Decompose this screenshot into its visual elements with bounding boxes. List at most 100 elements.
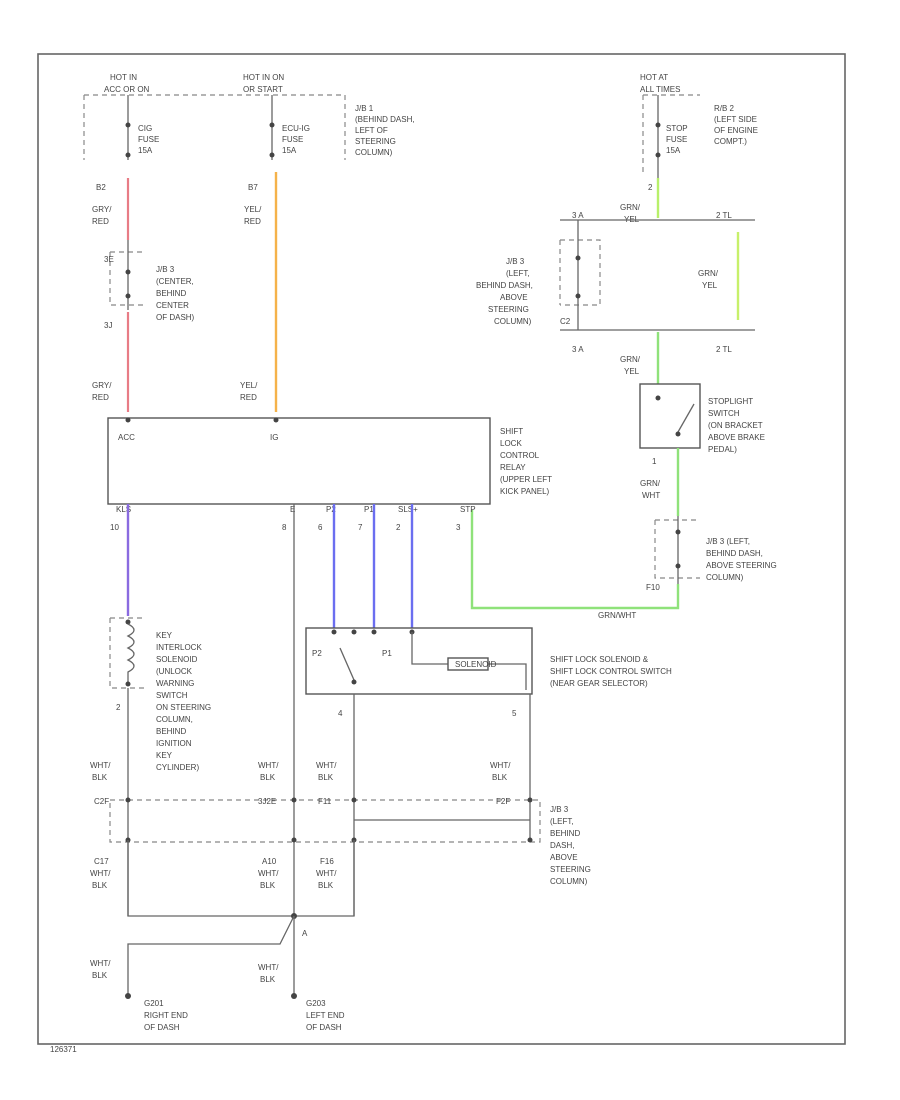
relay-pin-top-p1: P1 [364, 505, 374, 514]
fuse-a-dot-bot [125, 152, 131, 158]
stoplight-0: STOPLIGHT [708, 397, 753, 406]
relay-label-3: RELAY [500, 463, 526, 472]
wht-blk-5b: BLK [92, 881, 108, 890]
ground-right-terminal [125, 993, 131, 999]
ground-right-2: OF DASH [144, 1023, 180, 1032]
shift-lock-2: (NEAR GEAR SELECTOR) [550, 679, 648, 688]
pin-a10: A10 [262, 857, 277, 866]
fuse-b-line-0: ECU-IG [282, 124, 310, 133]
key-5: SWITCH [156, 691, 188, 700]
jb3-bot-dot-6 [291, 837, 297, 843]
relay-pin-8: 8 [282, 523, 287, 532]
shift-pin-p1: P1 [382, 649, 392, 658]
key-interlock-boundary [109, 617, 145, 689]
relay-label-4: (UPPER LEFT [500, 475, 552, 484]
ground-right-1: RIGHT END [144, 1011, 188, 1020]
jb3-bot-dot-2 [291, 797, 297, 803]
key-9: IGNITION [156, 739, 192, 748]
jb3-bot-dot-3 [351, 797, 357, 803]
wht-blk-5a: WHT/ [90, 869, 111, 878]
rb2-line-2: OF ENGINE [714, 126, 758, 135]
relay-acc: ACC [118, 433, 135, 442]
wire-gry-red-2a: GRY/ [92, 381, 112, 390]
fuse-b-dot-top [269, 122, 275, 128]
jb3-left2-dot-2 [675, 563, 681, 569]
ground-left-1: LEFT END [306, 1011, 345, 1020]
wire-yel-red-1b: RED [244, 217, 261, 226]
jb3-center-dot-2 [125, 293, 131, 299]
hot-in-label-1: HOT IN [110, 73, 137, 82]
pin-b2: B2 [96, 183, 106, 192]
relay-pin-acc [125, 417, 131, 423]
stoplight-1: SWITCH [708, 409, 740, 418]
shift-switch-pivot [351, 679, 357, 685]
wire-gry-red-1a: GRY/ [92, 205, 112, 214]
pin-b7: B7 [248, 183, 258, 192]
jb3-center-0: J/B 3 [156, 265, 175, 274]
shift-dot-p2 [331, 629, 337, 635]
pin-4-shift: 4 [338, 709, 343, 718]
shift-coil-label: SOLENOID [455, 660, 497, 669]
green-wire-return [470, 510, 680, 610]
pin-3e: 3E [104, 255, 114, 264]
rb2-dashed-boundary [642, 94, 700, 175]
jb3-left2-2: ABOVE STEERING [706, 561, 777, 570]
jb3-center-2: BEHIND [156, 289, 186, 298]
jb3-bot-dot-1 [125, 797, 131, 803]
wire-yel-red-1a: YEL/ [244, 205, 262, 214]
fuse-b-line-2: 15A [282, 146, 297, 155]
fuse-c-line-1: FUSE [666, 135, 687, 144]
fuse-a-dot-top [125, 122, 131, 128]
stoplight-4: PEDAL) [708, 445, 737, 454]
rb2-line-0: R/B 2 [714, 104, 735, 113]
jb3-center-1: (CENTER, [156, 277, 194, 286]
ground-right-wire [127, 915, 295, 996]
jb1-line-0: J/B 1 [355, 104, 374, 113]
relay-pin-6: 6 [318, 523, 323, 532]
fuse-b-line-1: FUSE [282, 135, 303, 144]
shift-dot-p1 [371, 629, 377, 635]
jb3-left-dot-1 [575, 255, 581, 261]
relay-ig: IG [270, 433, 278, 442]
wht-blk-8a: WHT/ [90, 959, 111, 968]
shift-pin-p2: P2 [312, 649, 322, 658]
jb1-line-2: LEFT OF [355, 126, 388, 135]
key-10: KEY [156, 751, 173, 760]
wht-blk-4a: WHT/ [490, 761, 511, 770]
shift-lock-1: SHIFT LOCK CONTROL SWITCH [550, 667, 672, 676]
wht-blk-2b: BLK [260, 773, 276, 782]
key-6: ON STEERING [156, 703, 211, 712]
wht-blk-8b: BLK [92, 971, 108, 980]
stoplight-contact-top [655, 395, 661, 401]
jb3-bottom-4: ABOVE [550, 853, 578, 862]
wire-yel-red-2a: YEL/ [240, 381, 258, 390]
key-interlock-dot-top [125, 619, 131, 625]
jb3-bottom-6: COLUMN) [550, 877, 588, 886]
fuse-a-line-2: 15A [138, 146, 153, 155]
relay-label-5: KICK PANEL) [500, 487, 550, 496]
wht-blk-9a: WHT/ [258, 963, 279, 972]
relay-pin-2: 2 [396, 523, 401, 532]
relay-pin-7: 7 [358, 523, 363, 532]
relay-pin-ig [273, 417, 279, 423]
pin-2tl-bot: 2 TL [716, 345, 732, 354]
wire-grn-yel-mid-a: GRN/ [620, 355, 641, 364]
key-2: SOLENOID [156, 655, 198, 664]
pin-2tl-top: 2 TL [716, 211, 732, 220]
wht-blk-1b: BLK [92, 773, 108, 782]
pin-f2f: F2F [496, 797, 510, 806]
wire-yel-red-2b: RED [240, 393, 257, 402]
shift-solenoid-coil [447, 657, 489, 671]
jb3-left2-0: J/B 3 (LEFT, [706, 537, 750, 546]
stoplight-switch-arm [677, 403, 695, 433]
ground-left-0: G203 [306, 999, 326, 1008]
key-0: KEY [156, 631, 173, 640]
jb3-left-1: (LEFT, [506, 269, 530, 278]
wht-blk-2a: WHT/ [258, 761, 279, 770]
pin-3a-top: 3 A [572, 211, 584, 220]
hot-in-label-2: HOT IN ON [243, 73, 284, 82]
shift-lock-0: SHIFT LOCK SOLENOID & [550, 655, 649, 664]
jb3-center-boundary [109, 251, 145, 306]
jb1-line-4: COLUMN) [355, 148, 393, 157]
relay-label-1: LOCK [500, 439, 522, 448]
